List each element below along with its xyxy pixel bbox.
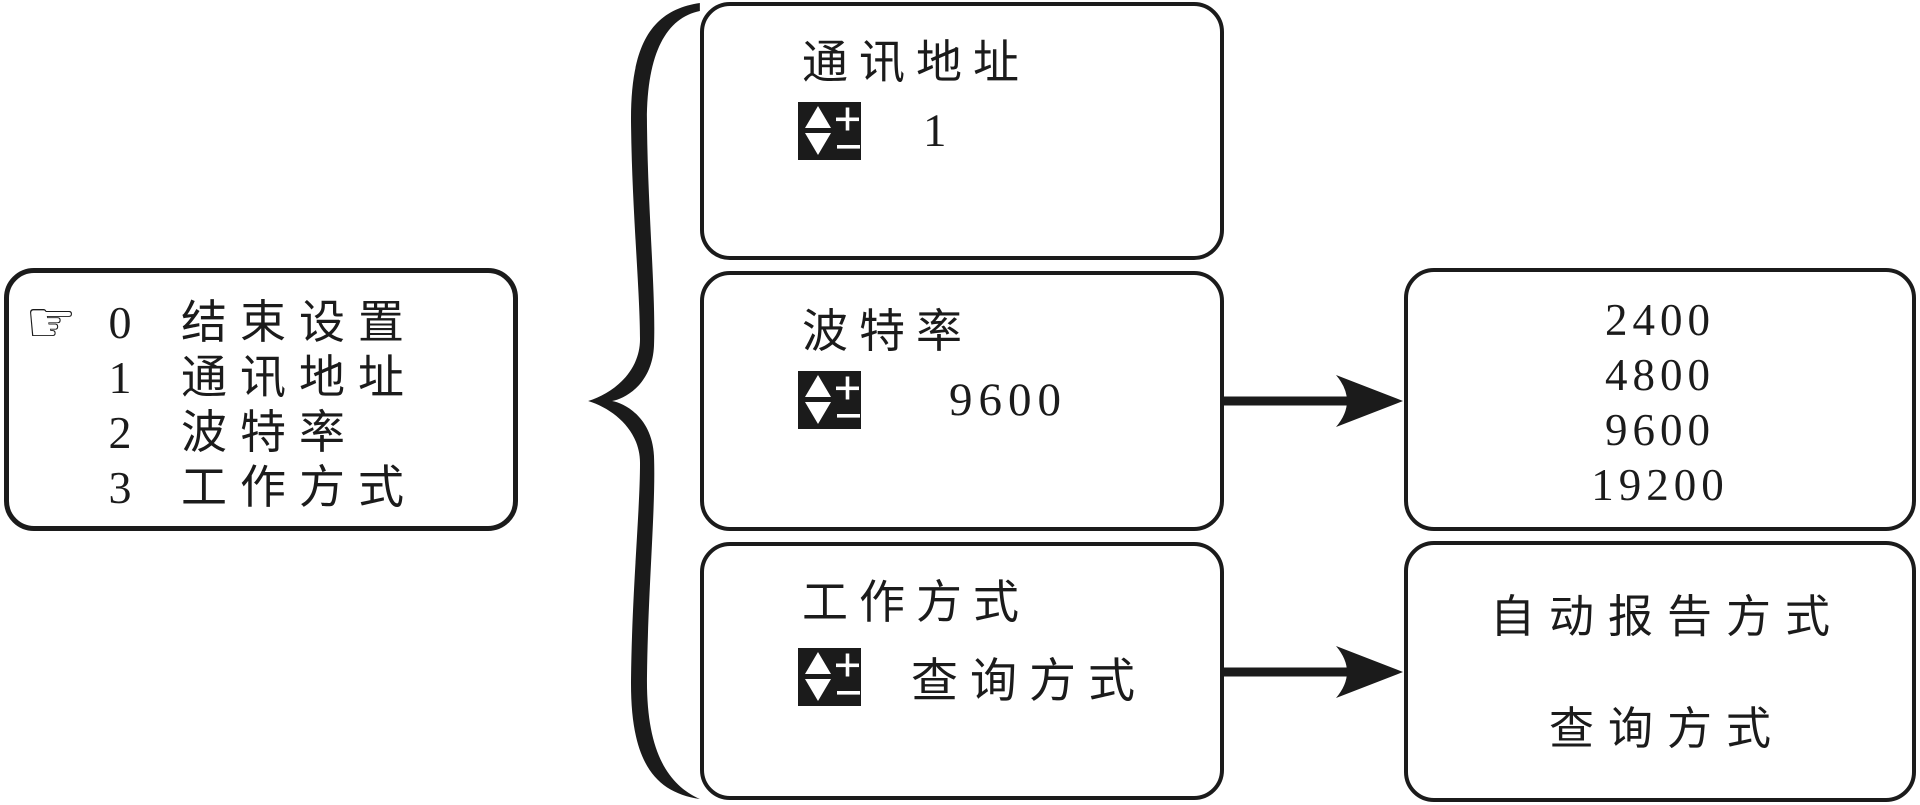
screen-comm-address: 通讯地址 1 xyxy=(700,2,1224,260)
settings-menu-screen: ☞ 0 结束设置 1 通讯地址 2 波特率 3 工作方式 xyxy=(4,268,518,531)
mode-option: 查询方式 xyxy=(1548,704,1785,754)
arrow-mode-options xyxy=(1222,646,1403,698)
increment-decrement-icon xyxy=(798,102,861,160)
menu-item-baud-rate: 2 波特率 xyxy=(9,405,513,460)
menu-item-label: 波特率 xyxy=(181,407,358,458)
screen-current-value: 9600 xyxy=(949,374,1067,426)
screen-work-mode: 工作方式 查询方式 xyxy=(700,542,1224,800)
menu-item-number: 0 xyxy=(108,297,132,348)
curly-brace xyxy=(588,2,700,800)
screen-current-value: 查询方式 xyxy=(911,656,1147,708)
screen-title: 通讯地址 xyxy=(802,37,1030,88)
menu-item-label: 结束设置 xyxy=(181,297,417,348)
menu-item-end-setup: ☞ 0 结束设置 xyxy=(9,288,513,356)
baud-option: 2400 xyxy=(1605,295,1715,345)
menu-item-number: 2 xyxy=(108,407,132,458)
screen-baud-rate: 波特率 9600 xyxy=(700,271,1224,531)
menu-item-number: 1 xyxy=(108,352,132,403)
baud-option: 19200 xyxy=(1591,460,1729,510)
menu-item-label: 工作方式 xyxy=(181,462,417,513)
screen-title: 工作方式 xyxy=(802,577,1030,628)
screen-value-row: 查询方式 xyxy=(798,642,1147,711)
baud-option: 4800 xyxy=(1605,350,1715,400)
mode-option: 自动报告方式 xyxy=(1489,592,1844,642)
screen-value-row: 1 xyxy=(798,102,953,160)
menu-item-comm-address: 1 通讯地址 xyxy=(9,350,513,405)
pointing-hand-icon: ☞ xyxy=(25,288,77,356)
screen-title: 波特率 xyxy=(802,306,973,357)
increment-decrement-icon xyxy=(798,647,861,706)
baud-option: 9600 xyxy=(1605,405,1715,455)
baud-rate-options-box: 2400 4800 9600 19200 xyxy=(1404,268,1916,531)
screen-current-value: 1 xyxy=(923,105,953,157)
menu-item-work-mode: 3 工作方式 xyxy=(9,460,513,515)
menu-item-label: 通讯地址 xyxy=(181,352,417,403)
screen-value-row: 9600 xyxy=(798,371,1067,429)
arrow-baud-options xyxy=(1222,375,1403,427)
increment-decrement-icon xyxy=(798,371,861,429)
menu-item-number: 3 xyxy=(108,462,132,513)
work-mode-options-box: 自动报告方式 查询方式 xyxy=(1404,541,1916,802)
